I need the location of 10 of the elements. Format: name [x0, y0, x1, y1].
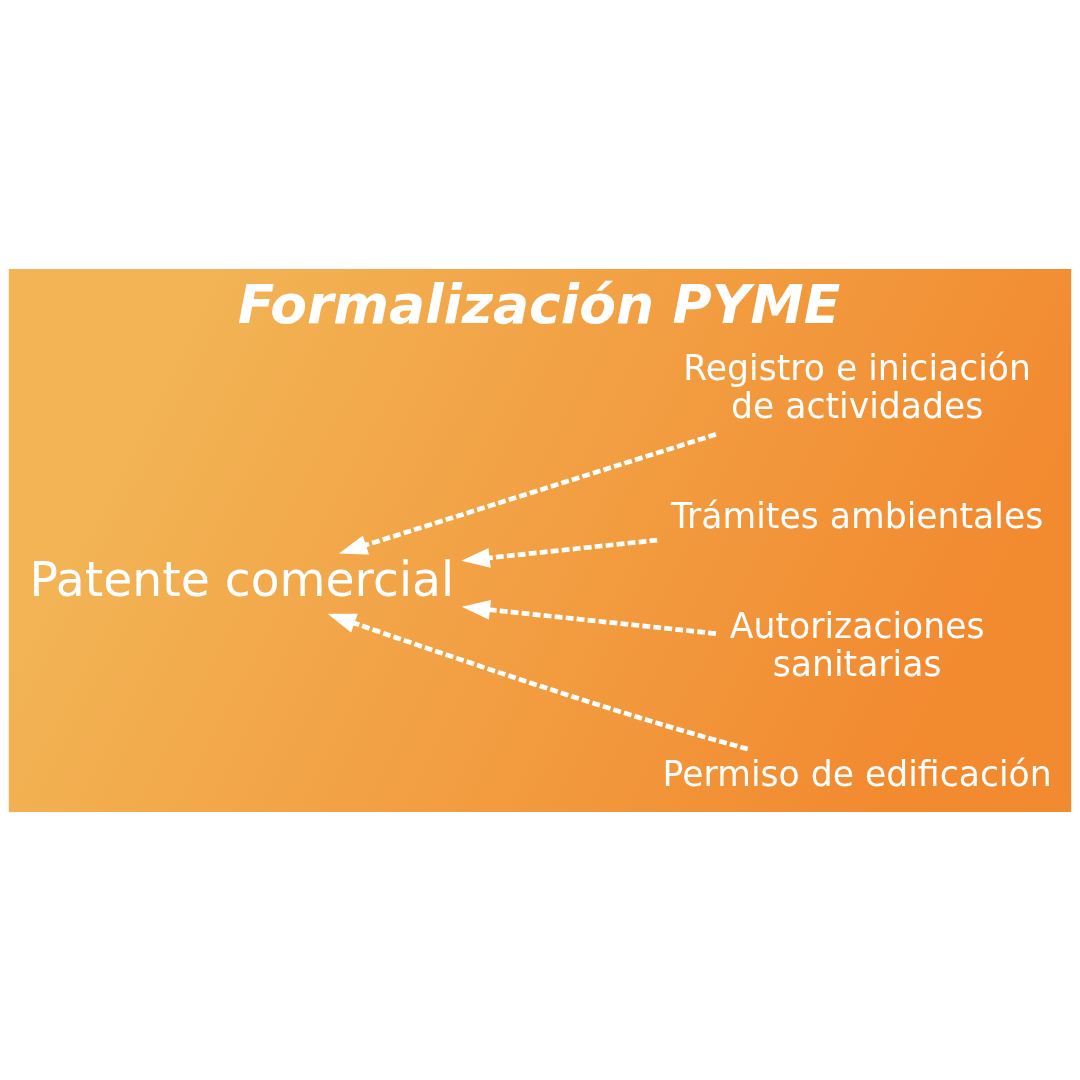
node-text: Registro e iniciación de actividades — [683, 347, 1031, 426]
node-text: Autorizaciones sanitarias — [729, 605, 985, 684]
arrow — [461, 599, 717, 636]
node-text: Permiso de edificación — [662, 753, 1052, 794]
node-text: Trámites ambientales — [671, 495, 1044, 536]
diagram-title: Formalización PYME — [237, 272, 841, 336]
node-text: Patente comercial — [29, 551, 455, 607]
arrow — [327, 613, 749, 751]
arrow — [461, 537, 658, 568]
arrow — [338, 431, 717, 554]
